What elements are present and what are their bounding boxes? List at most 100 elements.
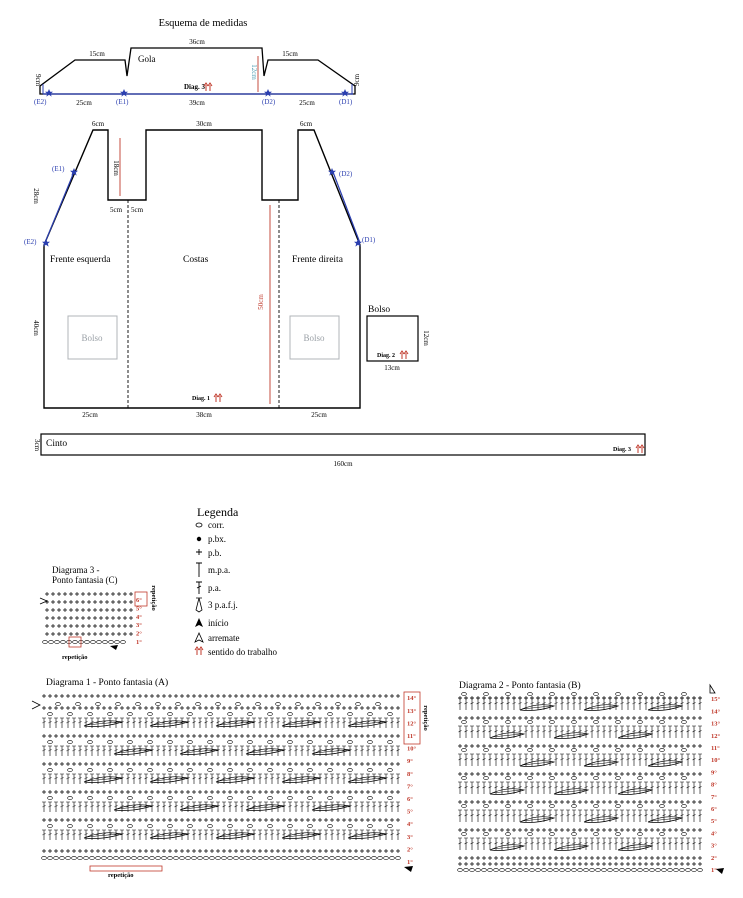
dim-front-height: 40cm <box>32 320 40 336</box>
dim-belt-h: 3cm <box>33 439 41 452</box>
diagram3-title-1: Diagrama 3 - <box>52 565 99 575</box>
start-arrow-icon <box>195 618 203 627</box>
single-crochet-icon <box>196 549 202 555</box>
page-title: Esquema de medidas <box>159 18 248 29</box>
legend-text-5: 3 p.a.f.j. <box>208 600 238 610</box>
diagram2-row-numbers: 1°2°3°4°5°6°7°8°9°10°11°12°13°14°15° <box>711 696 721 874</box>
legend-text-1: p.bx. <box>208 534 226 544</box>
dim-slope: 28cm <box>32 188 40 204</box>
legend-text-6: início <box>208 618 229 628</box>
row-number: 5° <box>136 605 142 612</box>
diagram2-title: Diagrama 2 - Ponto fantasia (B) <box>459 680 581 691</box>
collar-label: Gola <box>138 54 156 64</box>
dim-bottom-left: 25cm <box>82 411 98 419</box>
legend-text-7: arremate <box>208 633 239 643</box>
row-number: 11° <box>711 745 720 752</box>
direction-arrows-icon <box>194 646 204 656</box>
row-number: 3° <box>136 622 142 629</box>
row-number: 10° <box>407 746 417 753</box>
belt-diag-label: Diag. 3 <box>613 447 631 453</box>
dim-collar-right-top: 15cm <box>282 50 298 58</box>
row-number: 14° <box>711 708 721 715</box>
row-number: 5° <box>711 818 717 825</box>
diagram3-repeat-h: repetição <box>62 654 88 661</box>
dim-gap-left: 5cm <box>110 206 123 214</box>
pocket-diag-label: Diag. 2 <box>377 353 395 359</box>
slip-stitch-icon <box>196 536 202 542</box>
row-number: 3° <box>407 834 413 841</box>
legend-text-8: sentido do trabalho <box>208 647 277 657</box>
row-number: 5° <box>407 809 413 816</box>
row-number: 2° <box>407 846 413 853</box>
pocket-label: Bolso <box>368 305 390 315</box>
row-number: 9° <box>711 769 717 776</box>
row-number: 13° <box>407 708 417 715</box>
dim-belt-w: 160cm <box>333 460 353 468</box>
dim-gap-right: 5cm <box>131 206 144 214</box>
dim-collar-top: 36cm <box>189 38 205 46</box>
diagram3-grid <box>42 592 133 644</box>
row-number: 14° <box>407 695 417 702</box>
legend-text-0: corr. <box>208 520 224 530</box>
dim-pocket-w: 13cm <box>384 364 400 372</box>
dim-collar-left-bottom: 25cm <box>76 99 92 107</box>
row-number: 7° <box>407 783 413 790</box>
row-number: 6° <box>407 796 413 803</box>
diagram-2: Diagrama 2 - Ponto fantasia (B) 1°2°3°4°… <box>457 680 724 874</box>
dim-shoulder-left: 6cm <box>92 120 105 128</box>
row-number: 6° <box>136 597 142 604</box>
diagram3-repeat-v: repetição <box>150 585 157 611</box>
dim-collar-right-h: 9cm <box>353 73 361 86</box>
diagram3-row-numbers: 1°2°3°4°5°6° <box>136 597 142 646</box>
legend-title: Legenda <box>197 505 239 519</box>
row-number: 4° <box>136 614 142 621</box>
row-number: 11° <box>407 733 416 740</box>
dim-bottom-center: 38cm <box>196 411 212 419</box>
row-number: 13° <box>711 721 721 728</box>
row-number: 2° <box>711 855 717 862</box>
point-D2-body: (D2) <box>339 170 353 178</box>
row-number: 8° <box>407 771 413 778</box>
row-number: 9° <box>407 758 413 765</box>
row-number: 8° <box>711 782 717 789</box>
point-E2-top: (E2) <box>34 98 47 106</box>
row-number: 15° <box>711 696 721 703</box>
row-number: 12° <box>407 720 417 727</box>
point-E2-body: (E2) <box>24 238 37 246</box>
diagram-3: Diagrama 3 - Ponto fantasia (C) 1°2°3°4°… <box>39 565 157 661</box>
diagram1-title: Diagrama 1 - Ponto fantasia (A) <box>46 677 168 688</box>
dim-collar-left-top: 15cm <box>89 50 105 58</box>
dim-armhole: 18cm <box>112 160 120 176</box>
front-left-label: Frente esquerda <box>50 255 111 265</box>
body-diag-label: Diag. 1 <box>192 396 210 402</box>
row-number: 4° <box>711 830 717 837</box>
belt-label: Cinto <box>46 439 67 449</box>
dim-collar-right-bottom: 25cm <box>299 99 315 107</box>
dim-bottom-right: 25cm <box>311 411 327 419</box>
diagram3-title-2: Ponto fantasia (C) <box>52 575 118 585</box>
double-crochet-icon <box>196 581 202 594</box>
collar-piece: Gola 36cm 15cm 15cm 25cm 39cm 25cm 9cm 9… <box>34 38 361 107</box>
cluster-icon <box>195 597 203 613</box>
chain-stitch-icon <box>195 522 203 528</box>
dim-back-height: 50cm <box>257 294 265 310</box>
pocket-ghost-right: Bolso <box>303 333 325 343</box>
row-number: 2° <box>136 631 142 638</box>
diagram-1: Diagrama 1 - Ponto fantasia (A) 1°2°3°4°… <box>31 677 429 879</box>
legend-text-4: p.a. <box>208 583 221 593</box>
dim-pocket-h: 12cm <box>422 330 430 346</box>
diagram2-grid <box>457 692 703 872</box>
point-D1-top: (D1) <box>339 98 353 106</box>
dim-collar-left-h: 9cm <box>34 74 42 87</box>
point-D2-top: (D2) <box>262 98 276 106</box>
legend-text-2: p.b. <box>208 548 222 558</box>
point-E1-top: (E1) <box>116 98 129 106</box>
pocket-ghost-left: Bolso <box>81 333 103 343</box>
row-number: 1° <box>711 867 717 874</box>
belt-piece: Cinto Diag. 3 160cm 3cm <box>33 433 646 468</box>
finish-arrow-icon <box>194 632 204 643</box>
body-piece: Bolso Bolso Frente esquerda Costas Frent… <box>24 120 376 419</box>
half-double-crochet-icon <box>196 562 202 577</box>
row-number: 4° <box>407 821 413 828</box>
